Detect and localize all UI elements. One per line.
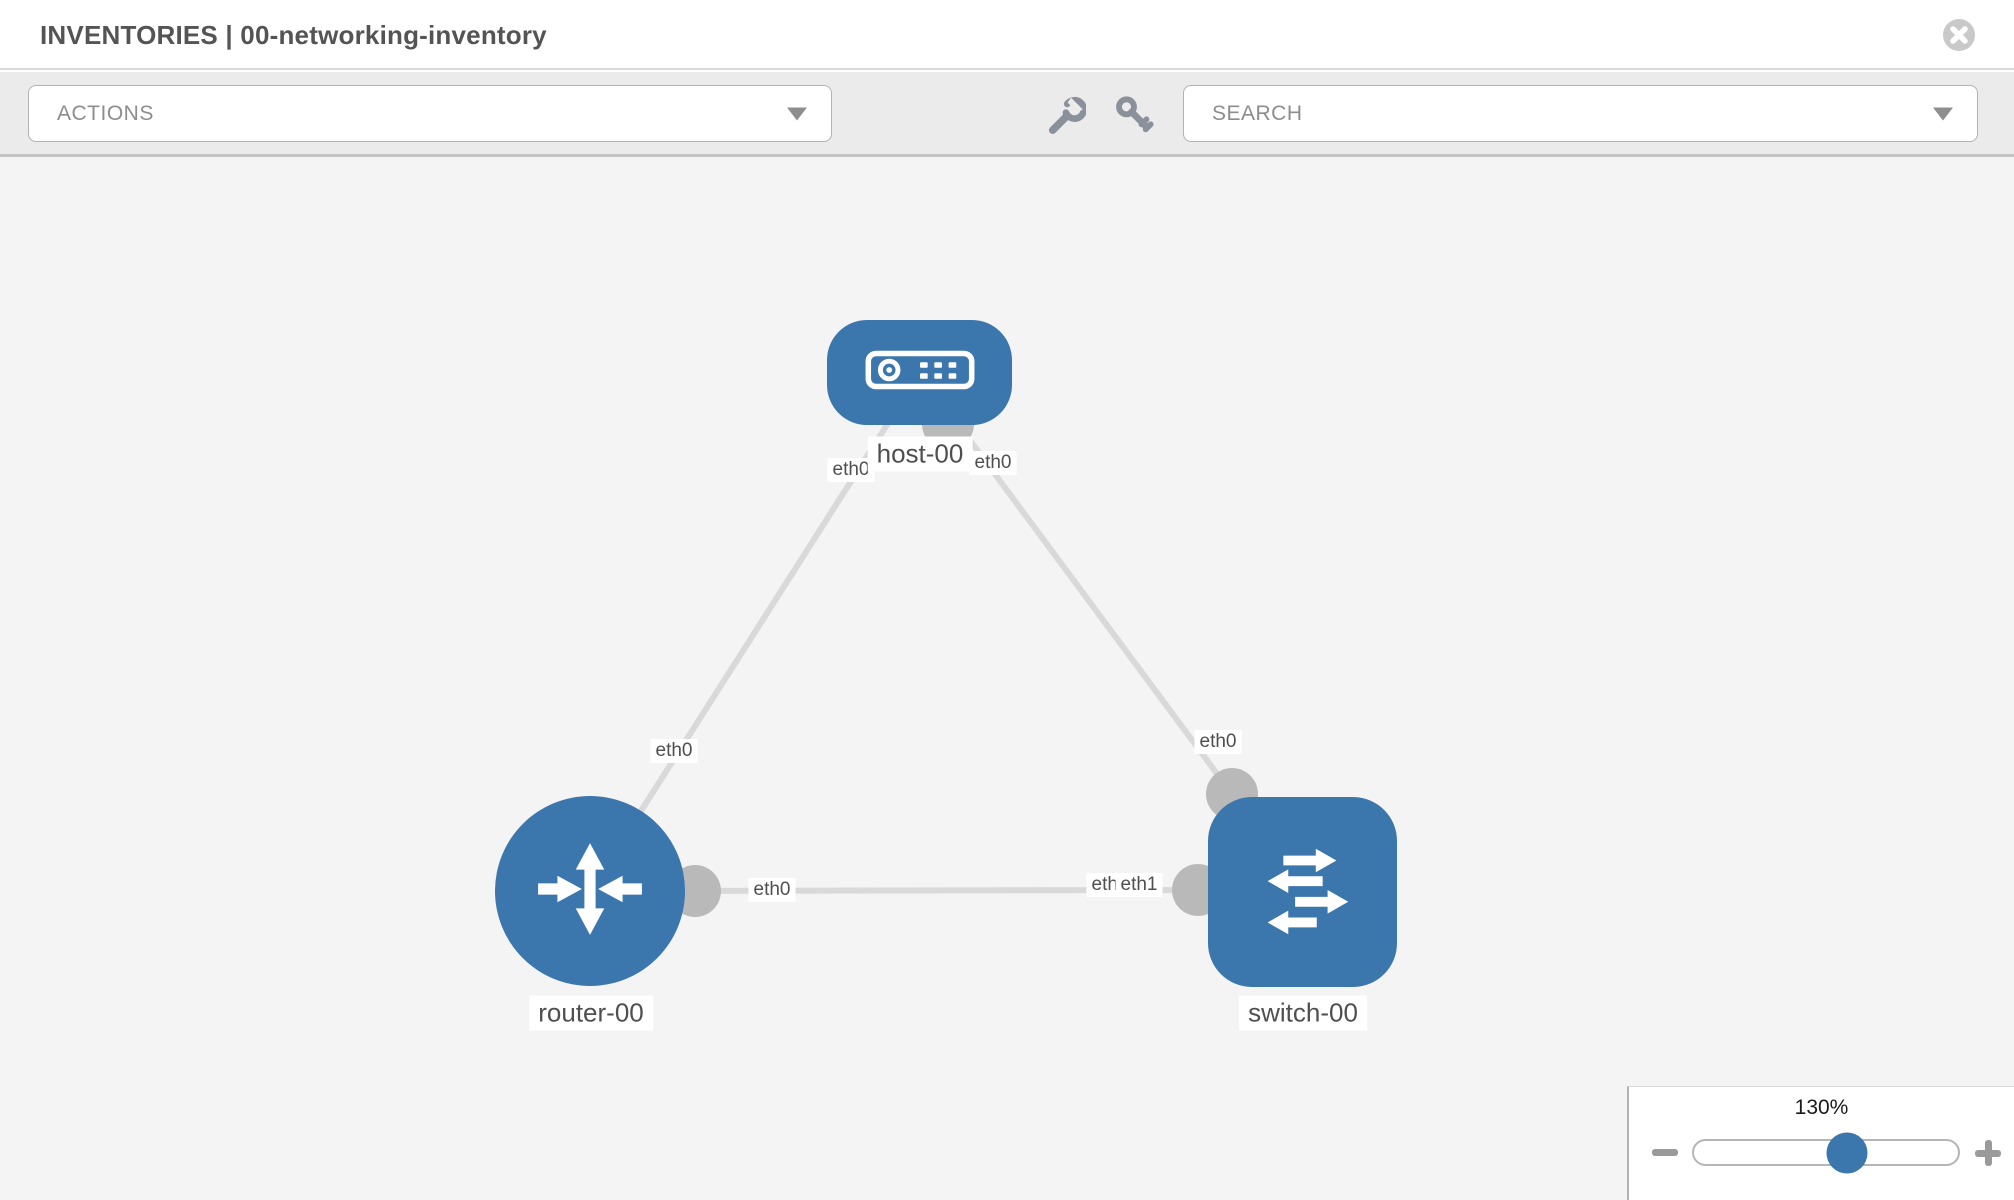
- chevron-down-icon: [1933, 107, 1953, 120]
- toolbar: ACTIONS SEARCH: [0, 72, 2014, 157]
- node-switch-00[interactable]: [1208, 797, 1397, 987]
- host-icon: [865, 349, 975, 396]
- zoom-slider[interactable]: [1692, 1132, 1960, 1173]
- actions-dropdown[interactable]: ACTIONS: [28, 85, 832, 142]
- node-router-00[interactable]: [495, 796, 685, 986]
- search-dropdown-label: SEARCH: [1212, 101, 1303, 125]
- close-icon: [1942, 19, 1976, 56]
- close-button[interactable]: [1942, 18, 1976, 52]
- key-icon[interactable]: [1114, 96, 1154, 136]
- zoom-in-button[interactable]: [1975, 1140, 2001, 1166]
- search-dropdown[interactable]: SEARCH: [1183, 85, 1978, 142]
- if-label-router-link: eth0: [650, 739, 698, 763]
- zoom-level-value: 130%: [1794, 1096, 1849, 1119]
- if-label-host-left: eth0: [827, 458, 875, 482]
- zoom-slider-thumb[interactable]: [1826, 1132, 1868, 1173]
- wrench-icon[interactable]: [1046, 96, 1088, 136]
- node-label-switch-00: switch-00: [1239, 995, 1367, 1031]
- node-host-00[interactable]: [827, 320, 1012, 425]
- actions-dropdown-label: ACTIONS: [57, 101, 154, 125]
- if-label-switch-link: eth0: [1194, 730, 1242, 754]
- page-title: INVENTORIES | 00-networking-inventory: [40, 20, 547, 50]
- topology-links-layer: [587, 371, 1258, 917]
- if-label-switch-left-eth1: eth1: [1115, 873, 1163, 897]
- if-label-host-right: eth0: [969, 451, 1017, 475]
- zoom-panel: 130%: [1627, 1086, 2014, 1200]
- topology-canvas[interactable]: eth0 host-00 eth0 eth0 eth0 eth0 eth0 et…: [0, 157, 2014, 1200]
- node-label-router-00: router-00: [529, 995, 653, 1031]
- chevron-down-icon: [787, 107, 807, 120]
- panel-header: INVENTORIES | 00-networking-inventory: [0, 0, 2014, 70]
- router-icon: [534, 833, 646, 950]
- zoom-out-button[interactable]: [1652, 1149, 1678, 1156]
- switch-icon: [1244, 831, 1362, 954]
- node-label-host-00: host-00: [867, 436, 973, 472]
- if-label-router-right: eth0: [748, 878, 796, 902]
